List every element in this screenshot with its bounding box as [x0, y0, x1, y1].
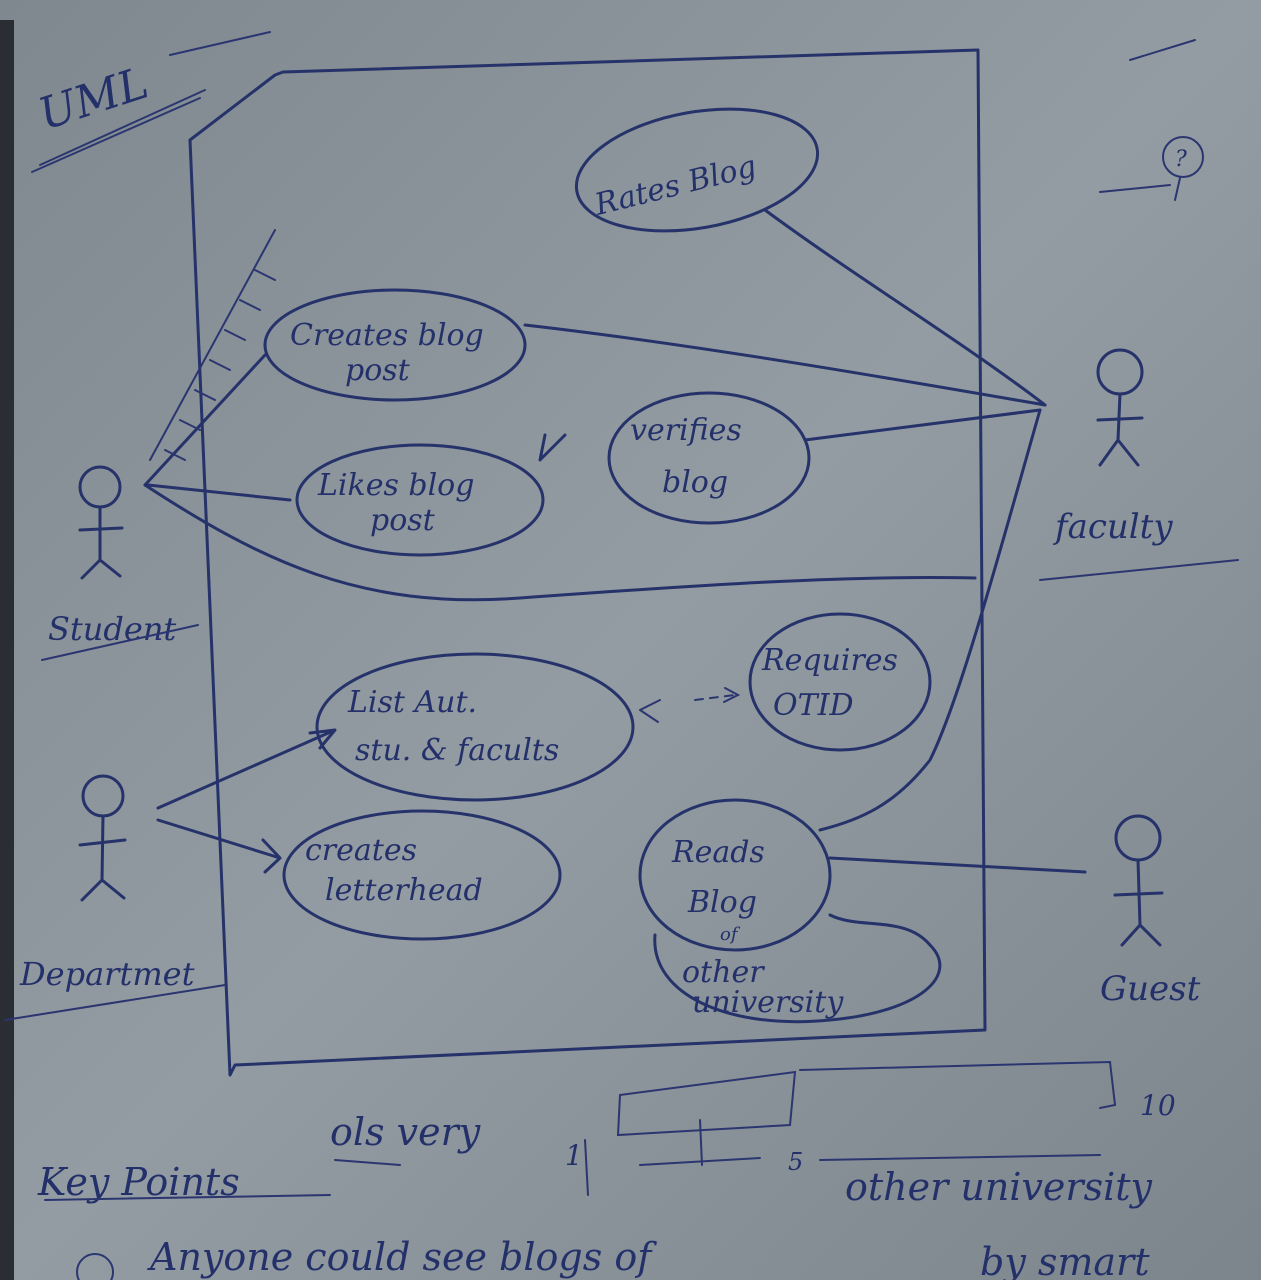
bottom-box-left	[616, 1070, 797, 1137]
department-underline	[4, 984, 226, 1021]
reads-blog-label-1: Reads	[671, 835, 765, 870]
assoc-faculty-reads	[818, 408, 1042, 832]
list-aut-label-1: List Aut.	[347, 685, 477, 720]
list-bullet	[76, 1253, 114, 1280]
list-aut-label-2: stu. & facults	[355, 733, 559, 768]
assoc-student-likes	[146, 483, 292, 502]
key-points-underline	[44, 1194, 331, 1201]
unknown-head	[1162, 136, 1204, 178]
bottom-line	[819, 1154, 1101, 1161]
student-body	[78, 505, 124, 580]
ols-underline	[334, 1159, 401, 1166]
assoc-faculty-verifies	[803, 408, 1042, 442]
anyone-could-see-note: Anyone could see blogs of	[147, 1235, 657, 1279]
student-underline	[41, 624, 199, 661]
assoc-student-creates	[143, 353, 267, 487]
faculty-associations	[523, 208, 1047, 832]
unknown-label: ?	[1175, 147, 1187, 172]
faculty-body	[1096, 392, 1144, 467]
faculty-underline	[1039, 559, 1239, 581]
other-university-note: other university	[845, 1165, 1153, 1209]
use-case-verifies-blog: verifies blog	[607, 391, 811, 525]
verifies-blog-label-1: verifies	[630, 413, 742, 448]
assoc-student-reads	[143, 483, 977, 602]
actor-student: Student	[41, 465, 199, 661]
check-mark	[1129, 39, 1196, 61]
requires-otid-label-1: Requires	[761, 643, 898, 678]
by-smart-note: by smart	[980, 1240, 1150, 1280]
ols-very-label: ols very	[330, 1110, 481, 1154]
actor-guest: Guest	[1100, 814, 1201, 1009]
page-edge-shadow	[0, 20, 14, 1280]
reads-blog-label-2: Blog	[687, 885, 757, 920]
department-body	[78, 814, 127, 902]
assoc-faculty-rates	[763, 208, 1047, 407]
requires-otid-label-2: OTID	[773, 688, 854, 723]
other-university-label-2: university	[692, 985, 844, 1020]
use-case-creates-letterhead: creates letterhead	[282, 809, 562, 941]
hatched-line	[149, 229, 276, 461]
guest-body	[1113, 858, 1164, 947]
actor-department: Departmet	[4, 774, 226, 1021]
use-case-reads-blog: Reads Blog of	[638, 798, 832, 952]
student-label: Student	[48, 610, 176, 648]
likes-blog-post-label-1: Likes blog	[317, 468, 474, 503]
system-boundary	[188, 48, 987, 1077]
assoc-guest-reads	[828, 856, 1087, 874]
assoc-department-list	[156, 728, 337, 810]
bottom-box-right	[799, 1060, 1117, 1109]
use-case-likes-blog-post: Likes blog post	[295, 443, 545, 557]
use-case-requires-otid: Requires OTID	[748, 612, 932, 752]
reads-blog-of: of	[720, 924, 741, 945]
title-underline	[31, 89, 206, 173]
actor-faculty: faculty	[1039, 348, 1239, 581]
creates-blog-post-label-2: post	[345, 353, 411, 388]
number-5: 5	[788, 1148, 803, 1176]
use-case-list-aut: List Aut. stu. & facults	[315, 652, 635, 802]
faculty-label: faculty	[1052, 507, 1173, 547]
likes-blog-post-label-2: post	[370, 503, 436, 538]
unknown-body	[1099, 177, 1181, 201]
verifies-blog-label-2: blog	[662, 465, 728, 500]
creates-letterhead-label-1: creates	[305, 833, 417, 868]
actor-unknown: ?	[1099, 39, 1204, 201]
assoc-faculty-creates	[523, 323, 1047, 407]
likes-arrowhead	[538, 433, 567, 462]
bottom-marks	[584, 1119, 761, 1196]
other-university-label-1: other	[682, 955, 765, 990]
student-associations	[143, 229, 977, 602]
creates-letterhead-label-2: letterhead	[325, 873, 483, 908]
use-case-other-university: other university	[653, 913, 942, 1024]
include-arrow	[639, 687, 741, 723]
assoc-department-letterhead	[156, 818, 282, 874]
title-stroke	[169, 31, 271, 56]
department-associations	[156, 728, 337, 874]
creates-blog-post-label-1: Creates blog	[290, 318, 484, 353]
number-1: 1	[565, 1139, 583, 1172]
number-10: 10	[1140, 1089, 1176, 1122]
guest-label: Guest	[1100, 969, 1201, 1009]
department-label: Departmet	[19, 955, 195, 993]
use-case-creates-blog-post: Creates blog post	[263, 288, 527, 402]
bottom-notes: Key Points ols very 10 5 1 other univers…	[37, 1060, 1176, 1280]
